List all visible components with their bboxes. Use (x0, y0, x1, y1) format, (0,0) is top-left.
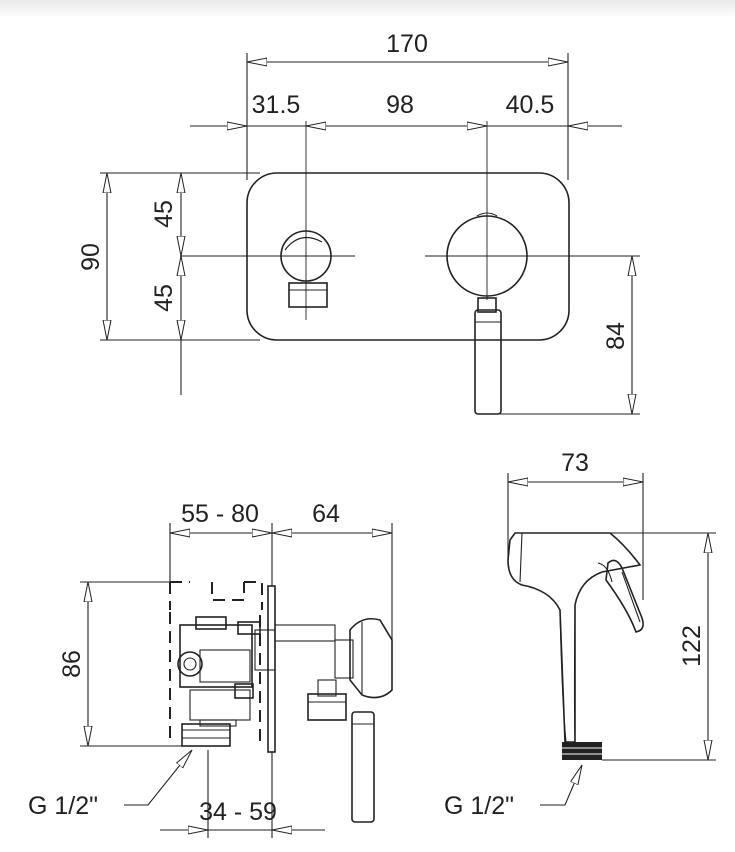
trigger-lever (605, 559, 644, 633)
dim-98: 98 (386, 91, 414, 119)
dim-31-5: 31.5 (252, 91, 301, 119)
side-view: 55 - 80 64 86 34 - 59 G 1/2" (28, 500, 393, 838)
dim-40-5: 40.5 (506, 91, 555, 119)
front-view: 170 31.5 98 40.5 90 45 45 84 (77, 30, 640, 415)
dim-45-lower: 45 (150, 284, 178, 312)
thread-label-handshower: G 1/2" (444, 792, 514, 820)
thread-leader-handshower (540, 765, 583, 806)
dim-86: 86 (58, 650, 86, 678)
window-top-edge (0, 0, 735, 18)
inlet-thread (181, 723, 231, 747)
dim-55-80: 55 - 80 (181, 500, 259, 528)
dim-170: 170 (386, 30, 428, 58)
valve-port (177, 651, 203, 677)
hand-shower-thread (562, 742, 602, 760)
mixer-lever (474, 309, 502, 415)
wall-face (267, 585, 276, 753)
dim-73: 73 (561, 449, 589, 477)
dim-84: 84 (602, 322, 630, 350)
hand-shower-view: 73 122 G 1/2" (444, 449, 716, 820)
wall-plate-outline (246, 172, 570, 341)
dim-34-59: 34 - 59 (199, 798, 277, 826)
dim-45-upper: 45 (150, 200, 178, 228)
thread-label-side: G 1/2" (28, 792, 98, 820)
mixer-handle-side (349, 617, 393, 699)
valve-body (179, 624, 253, 688)
mixer-lever-side (351, 711, 375, 823)
dim-122: 122 (678, 625, 706, 667)
dim-90: 90 (77, 243, 105, 271)
thread-leader-side (124, 750, 192, 806)
dim-64: 64 (312, 500, 340, 528)
diverter-tab (288, 282, 328, 308)
